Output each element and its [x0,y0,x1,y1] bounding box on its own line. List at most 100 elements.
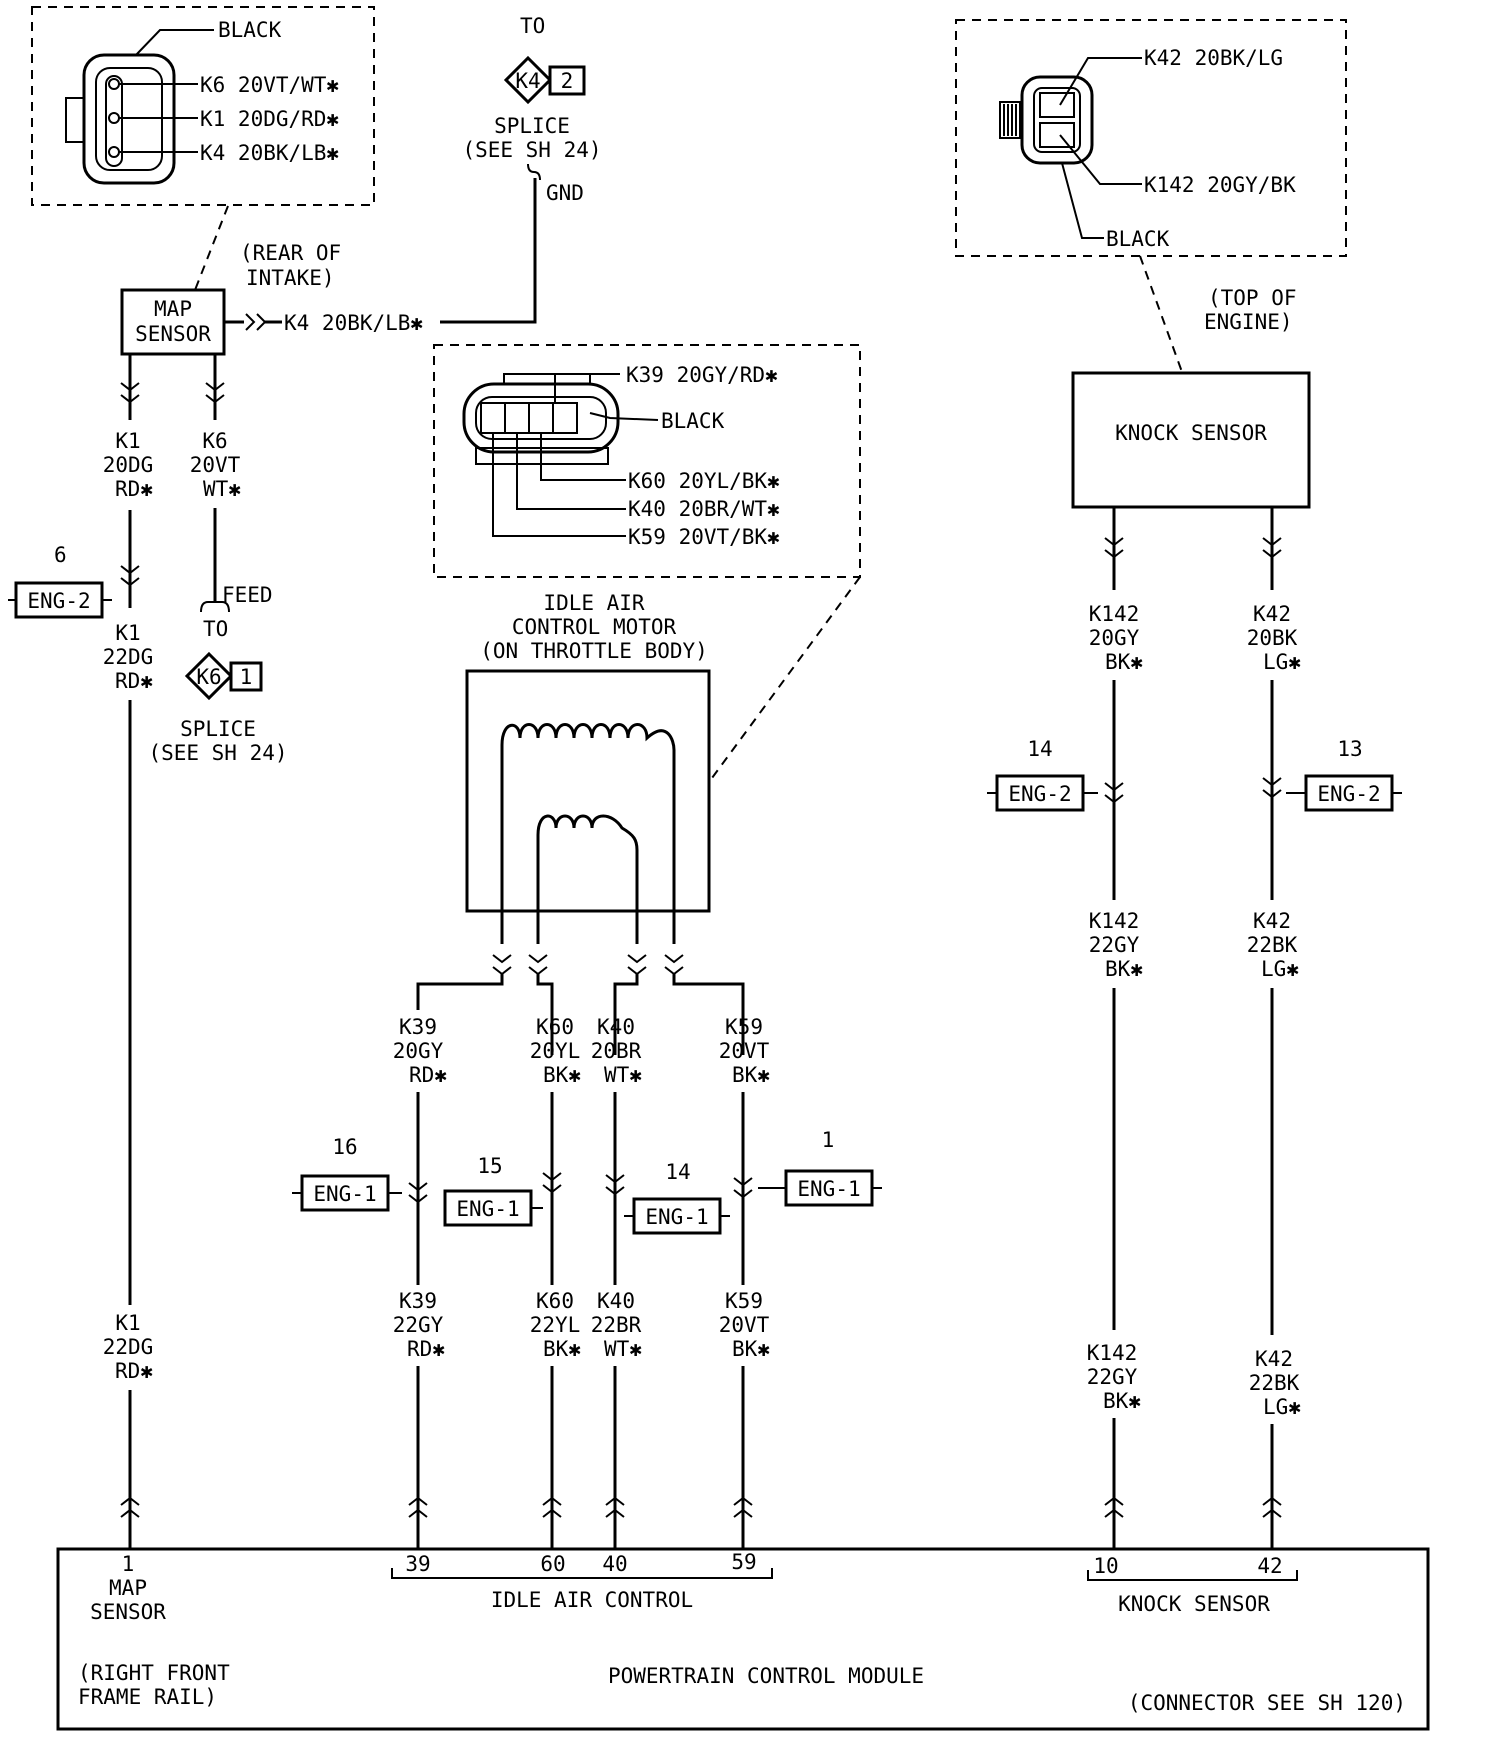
k59-upper-2: 20VT [719,1039,770,1063]
pcm-pin-40: 40 [602,1552,627,1576]
iac-pin-k59-label: K59 20VT/BK✱ [628,525,780,549]
splice-k4: TO K4 2 SPLICE (SEE SH 24) GND [462,14,601,205]
conn-k42-num: 13 [1337,737,1362,761]
pcm-map-label-1: MAP [109,1576,147,1600]
k142-upper-1: K142 [1089,602,1140,626]
pcm-pin-42: 42 [1257,1554,1282,1578]
conn-k39-num: 16 [332,1135,357,1159]
splice-k4-gnd: GND [546,181,584,205]
k1-upper-2: 20DG [103,453,154,477]
k40-upper-3: WT✱ [604,1063,642,1087]
conn-k40-label: ENG-1 [645,1205,708,1229]
k39-upper-2: 20GY [393,1039,444,1063]
powertrain-control-module: 1 MAP SENSOR 39 60 40 59 IDLE AIR CONTRO… [56,1547,1430,1731]
knock-sensor-label: KNOCK SENSOR [1115,421,1267,445]
conn-k142-num: 14 [1027,737,1052,761]
k142-mid-2: 22GY [1089,933,1140,957]
map-sensor: (REAR OF INTAKE) MAP SENSOR K4 20BK/LB✱ [120,241,423,356]
map-pin-k1-label: K1 20DG/RD✱ [200,107,339,131]
k39-lower-3: RD✱ [407,1337,445,1361]
k60-lower-1: K60 [536,1289,574,1313]
k40-lower-1: K40 [597,1289,635,1313]
k6-splice-num: 1 [240,665,253,689]
knock-detail-leader [1139,255,1183,373]
k1-upper-3: RD✱ [115,477,153,501]
conn-k142-label: ENG-2 [1008,782,1071,806]
iac-connector-detail: K39 20GY/RD✱ BLACK K60 20YL/BK✱ K40 20BR… [433,344,861,578]
k6-splice-name: SPLICE [180,717,256,741]
k142-lower-3: BK✱ [1103,1389,1141,1413]
pcm-name: POWERTRAIN CONTROL MODULE [608,1664,924,1688]
knock-wires: K142 20GY BK✱ K42 20BK LG✱ 14 ENG-2 13 E… [987,507,1402,1549]
splice-k4-ref: (SEE SH 24) [462,138,601,162]
pcm-knock-label: KNOCK SENSOR [1118,1592,1270,1616]
pcm-location-1: (RIGHT FRONT [78,1661,230,1685]
pcm-iac-label: IDLE AIR CONTROL [491,1588,693,1612]
pcm-pin-39: 39 [405,1552,430,1576]
k39-lower-1: K39 [399,1289,437,1313]
iac-pin-k40-label: K40 20BR/WT✱ [628,497,780,521]
k42-lower-1: K42 [1255,1347,1293,1371]
pcm-pin-60: 60 [540,1552,565,1576]
conn-k59-num: 1 [822,1128,835,1152]
knock-pin-k42-label: K42 20BK/LG [1144,46,1283,70]
conn-k60-label: ENG-1 [456,1197,519,1221]
k6-upper-3: WT✱ [203,477,241,501]
wire-k6: K6 20VT WT✱ FEED TO K6 1 SPLICE (SEE SH … [148,354,288,765]
k6-splice-code: K6 [196,665,221,689]
k42-lower-2: 22BK [1249,1371,1300,1395]
knock-connector-color-label: BLACK [1106,227,1170,251]
k6-upper-2: 20VT [190,453,241,477]
idle-air-control-motor: IDLE AIR CONTROL MOTOR (ON THROTTLE BODY… [465,591,711,944]
k1-lower-2: 22DG [103,1335,154,1359]
map-sensor-label-2: SENSOR [135,322,211,346]
k60-lower-2: 22YL [530,1313,581,1337]
map-pin-k6-label: K6 20VT/WT✱ [200,73,339,97]
splice-k4-name: SPLICE [494,114,570,138]
k142-mid-3: BK✱ [1105,957,1143,981]
k6-feed: FEED [222,583,273,607]
iac-pin-k60-label: K60 20YL/BK✱ [628,469,780,493]
conn-k40-num: 14 [665,1160,690,1184]
k1-conn-num: 6 [54,543,67,567]
iac-pin-k39-label: K39 20GY/RD✱ [626,363,778,387]
knock-pin-k142-label: K142 20GY/BK [1144,173,1296,197]
k142-lower-2: 22GY [1087,1365,1138,1389]
conn-k60-num: 15 [477,1154,502,1178]
wire-k1: K1 20DG RD✱ 6 ENG-2 K1 22DG RD✱ K1 22DG … [8,354,153,1549]
iac-wires: K39 20GY RD✱ K60 20YL BK✱ K40 20BR WT✱ K… [292,954,882,1549]
knock-location-2: ENGINE) [1204,310,1293,334]
k39-upper-1: K39 [399,1015,437,1039]
splice-k4-code: K4 [515,69,540,93]
k42-upper-1: K42 [1253,602,1291,626]
k42-mid-3: LG✱ [1261,957,1299,981]
iac-title-2: CONTROL MOTOR [512,615,677,639]
k39-upper-3: RD✱ [409,1063,447,1087]
wire-k4-gnd [440,178,537,324]
splice-k4-to: TO [520,14,545,38]
k6-splice-ref: (SEE SH 24) [148,741,287,765]
map-detail-leader [194,205,229,291]
k1-mid-1: K1 [115,621,140,645]
k142-upper-3: BK✱ [1105,650,1143,674]
k1-lower-1: K1 [115,1311,140,1335]
pcm-connector-ref: (CONNECTOR SEE SH 120) [1128,1691,1406,1715]
k59-upper-3: BK✱ [732,1063,770,1087]
k42-upper-2: 20BK [1247,626,1298,650]
pcm-pin-map: 1 [122,1552,135,1576]
k6-to: TO [203,617,228,641]
k59-lower-3: BK✱ [732,1337,770,1361]
k1-lower-3: RD✱ [115,1359,153,1383]
k60-upper-3: BK✱ [543,1063,581,1087]
k39-lower-2: 22GY [393,1313,444,1337]
conn-k39-label: ENG-1 [313,1182,376,1206]
pcm-pin-59: 59 [731,1550,756,1574]
splice-k4-num: 2 [561,69,574,93]
map-location-1: (REAR OF [240,241,341,265]
k59-upper-1: K59 [725,1015,763,1039]
k60-upper-1: K60 [536,1015,574,1039]
k1-mid-3: RD✱ [115,669,153,693]
k59-lower-1: K59 [725,1289,763,1313]
knock-location-1: (TOP OF [1208,286,1297,310]
k60-upper-2: 20YL [530,1039,581,1063]
